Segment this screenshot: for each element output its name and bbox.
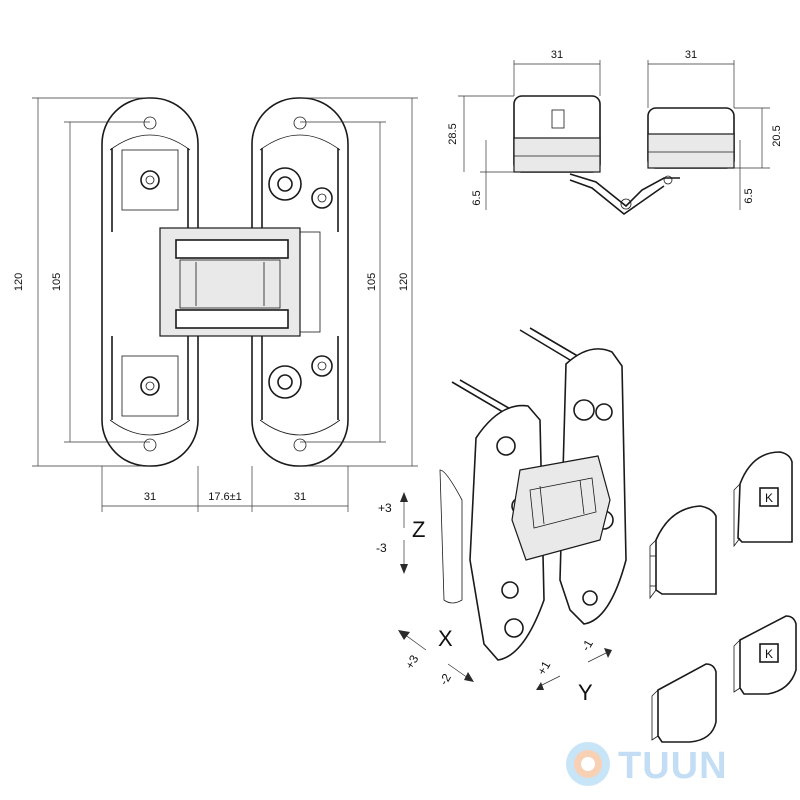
- axis-z-label: Z: [412, 517, 425, 542]
- dim-height-left: 28.5: [447, 123, 459, 144]
- watermark-text: TUUN: [618, 745, 728, 787]
- cap-plain-top: [649, 505, 717, 600]
- dim-left-height: 120: [13, 273, 25, 291]
- top-block-left: [513, 95, 601, 173]
- axis-y-plus: +1: [534, 658, 553, 677]
- top-block-right: [647, 107, 735, 169]
- top-dimensions: [458, 60, 770, 210]
- axis-z-plus: +3: [378, 501, 392, 515]
- front-view: 120 105 105 120 31 17.6±1 31: [13, 97, 418, 512]
- axis-y-label: Y: [578, 680, 593, 705]
- dim-bottom-gap: 17.6±1: [208, 491, 242, 503]
- dim-offset-right: 6.5: [743, 188, 755, 203]
- cap-logo-bottom: K: [733, 615, 797, 695]
- axis-x-label: X: [438, 626, 453, 651]
- axis-x-minus: -2: [436, 671, 454, 688]
- dim-left-inner: 105: [51, 273, 63, 291]
- hinge-mechanism: [159, 227, 321, 337]
- cover-caps: K K: [649, 451, 797, 743]
- cap-logo-k-icon: K: [765, 491, 773, 505]
- front-dimensions: [32, 97, 418, 512]
- adjustment-arrows: [398, 492, 612, 690]
- dim-width-left: 31: [551, 49, 563, 61]
- dim-right-height: 120: [398, 273, 410, 291]
- watermark: TUUN: [566, 742, 728, 787]
- axis-y-minus: -1: [578, 637, 596, 654]
- top-link-arm: [569, 173, 680, 216]
- dim-height-right: 20.5: [771, 125, 783, 146]
- top-view: 31 31 28.5 6.5 20.5 6.5: [447, 49, 783, 216]
- axis-x-plus: +3: [402, 652, 421, 671]
- dim-bottom-left: 31: [144, 491, 156, 503]
- cap-logo-k-icon-2: K: [765, 647, 773, 661]
- dim-bottom-right: 31: [294, 491, 306, 503]
- cap-logo-top: K: [733, 451, 793, 548]
- dim-right-inner: 105: [366, 273, 378, 291]
- cap-plain-bottom: [651, 663, 717, 743]
- dim-offset-left: 6.5: [471, 190, 483, 205]
- dim-width-right: 31: [685, 49, 697, 61]
- axis-z-minus: -3: [376, 541, 387, 555]
- isometric-hinge: [439, 327, 627, 661]
- watermark-logo-icon: [566, 742, 610, 786]
